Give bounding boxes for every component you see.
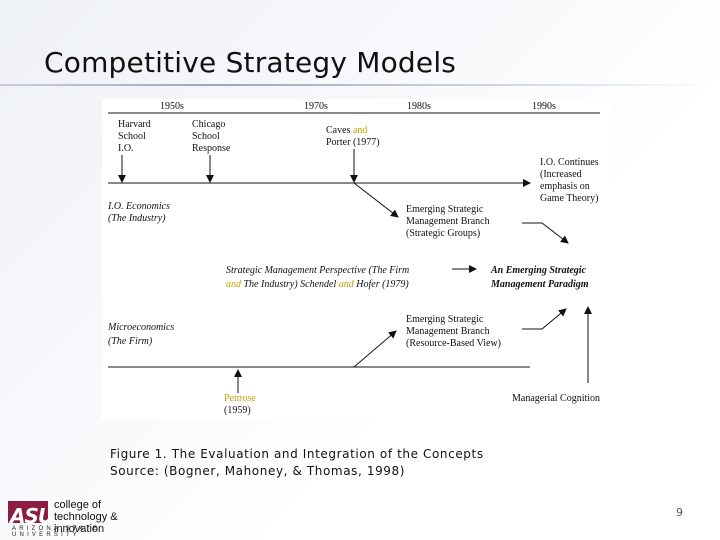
page-number: 9 (676, 506, 683, 519)
io-continues-2: (Increased (540, 169, 582, 180)
rbv-label-1: Emerging Strategic (406, 314, 484, 325)
harvard-label-2: School (118, 131, 146, 142)
caption-line-1: Figure 1. The Evaluation and Integration… (110, 447, 484, 461)
decade-1950s: 1950s (160, 101, 184, 112)
caves-label-2: Porter (1977) (326, 137, 380, 148)
slide-title: Competitive Strategy Models (44, 46, 457, 79)
strategy-evolution-figure: 1950s 1970s 1980s 1990s Harvard School I… (102, 99, 612, 419)
logo-university-name: ARIZONA STATE UNIVERSITY (12, 526, 101, 538)
chicago-label-1: Chicago (192, 119, 225, 130)
io-economics-label-2: (The Industry) (108, 213, 166, 224)
title-underline (0, 84, 720, 86)
decade-1990s: 1990s (532, 101, 556, 112)
managerial-cognition-label: Managerial Cognition (512, 393, 600, 404)
decade-1980s: 1980s (407, 101, 431, 112)
asu-logo: ASU college of technology & innovation A… (8, 498, 158, 538)
penrose-label-2: (1959) (224, 405, 251, 416)
chicago-label-3: Response (192, 143, 231, 154)
decade-1970s: 1970s (304, 101, 328, 112)
paradigm-line-2: Management Paradigm (490, 279, 589, 290)
rbv-label-3: (Resource-Based View) (406, 338, 501, 349)
caption-line-2: Source: (Bogner, Mahoney, & Thomas, 1998… (110, 464, 406, 478)
strategic-groups-3: (Strategic Groups) (406, 228, 480, 239)
io-continues-3: emphasis on (540, 181, 590, 192)
rbv-arrow (353, 330, 397, 368)
microeconomics-label-2: (The Firm) (108, 336, 153, 347)
caves-label-1: Caves and (326, 125, 367, 136)
groups-to-paradigm-arrow (522, 222, 569, 244)
strategic-groups-1: Emerging Strategic (406, 204, 484, 215)
asu-logo-mark: ASU (8, 501, 54, 528)
logo-technology-innovation: technology & innovation (54, 511, 118, 535)
io-continues-4: Game Theory) (540, 193, 598, 204)
logo-college-of: college of (54, 499, 102, 511)
microeconomics-label-1: Microeconomics (107, 322, 174, 333)
paradigm-line-1: An Emerging Strategic (490, 265, 587, 276)
asu-logo-text: ASU (10, 504, 54, 528)
penrose-label-1: Penrose (224, 393, 256, 404)
perspective-line-1: Strategic Management Perspective (The Fi… (226, 265, 409, 276)
io-economics-label-1: I.O. Economics (107, 201, 170, 212)
figure-svg: 1950s 1970s 1980s 1990s Harvard School I… (107, 101, 600, 416)
rbv-label-2: Management Branch (406, 326, 490, 337)
figure-caption: Figure 1. The Evaluation and Integration… (110, 446, 484, 480)
harvard-label-3: I.O. (118, 143, 134, 154)
chicago-label-2: School (192, 131, 220, 142)
strategic-groups-2: Management Branch (406, 216, 490, 227)
harvard-label-1: Harvard (118, 119, 151, 130)
io-continues-1: I.O. Continues (540, 157, 599, 168)
rbv-to-paradigm-arrow (522, 308, 567, 330)
perspective-line-2: and The Industry) Schendel and Hofer (19… (226, 279, 409, 290)
strategic-groups-arrow (353, 182, 399, 218)
